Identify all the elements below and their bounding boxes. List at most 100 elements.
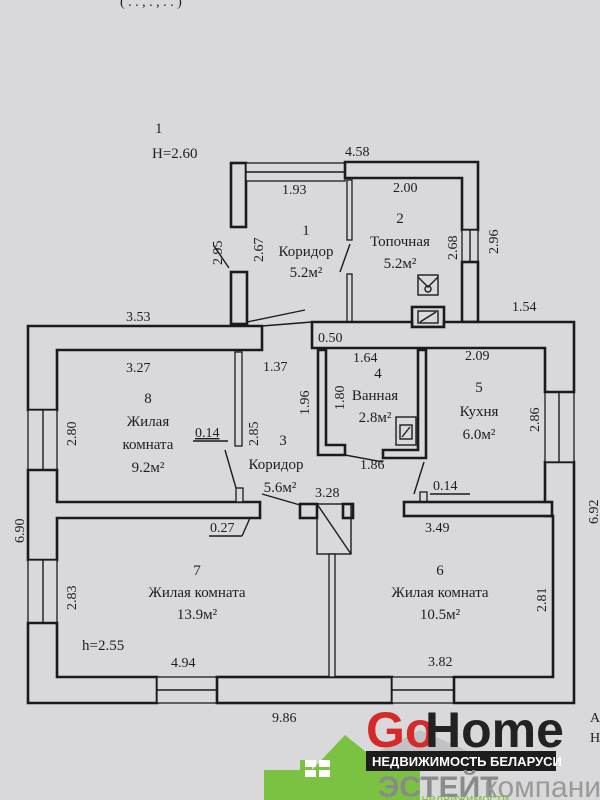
room-area: 5.6м² <box>264 480 297 496</box>
wall-segment <box>215 675 394 705</box>
washbasin-icon <box>395 416 417 446</box>
room-number: 5 <box>475 380 483 396</box>
door-swing <box>224 449 237 489</box>
room-area: 5.2м² <box>290 265 323 281</box>
dim-left-total: 6.90 <box>13 519 28 544</box>
ceiling-height-label: H=2.60 <box>152 146 198 162</box>
boiler-icon <box>417 274 439 296</box>
dim-kitchen-width: 2.09 <box>465 349 490 364</box>
partition-stub <box>419 491 428 503</box>
room-name: Коридор <box>279 244 334 260</box>
partition <box>346 273 353 323</box>
dim-corridor-width: 1.37 <box>263 360 288 375</box>
wall-segment <box>460 260 480 324</box>
dim-bath-width: 1.64 <box>353 351 378 366</box>
room-4: 4 Ванная 2.8м² <box>352 366 398 426</box>
door-line <box>344 454 384 463</box>
dim-room1-width: 1.93 <box>282 183 307 198</box>
room-number: 8 <box>144 391 152 407</box>
secondary-height-label: h=2.55 <box>82 638 124 654</box>
dim-room8-width: 3.27 <box>126 361 151 376</box>
partition <box>234 351 243 447</box>
wall-segment <box>26 468 262 562</box>
dimension-labels: 4.58 1.93 2.00 2.67 2.95 2.68 2.96 3.53 … <box>13 145 600 746</box>
dim-top-total: 4.58 <box>345 145 370 160</box>
dim-corridor-bottom: 3.28 <box>315 486 340 501</box>
room-5: 5 Кухня 6.0м² <box>460 380 499 443</box>
partition-stub <box>235 487 244 503</box>
porch-line <box>213 245 230 269</box>
dim-right-wing-top: 1.54 <box>512 300 537 315</box>
dim-bottom-total: 9.86 <box>272 711 297 726</box>
room-area: 6.0м² <box>463 427 496 443</box>
walls-top-wing <box>213 160 480 329</box>
floor-number: 1 <box>155 121 163 137</box>
room-area: 9.2м² <box>132 460 165 476</box>
dim-room6-top: 3.49 <box>425 521 450 536</box>
room-3: 3 Коридор 5.6м² <box>249 433 304 496</box>
outline-connector <box>261 321 313 327</box>
wall-segment <box>402 500 554 518</box>
dim-bath-depth: 1.80 <box>333 386 348 411</box>
dim-corridor-depth: 1.96 <box>298 391 313 416</box>
dim-room7-depth: 2.83 <box>65 586 80 611</box>
boiler-icon-mark <box>417 276 439 288</box>
room-area: 13.9м² <box>177 607 218 623</box>
logo-shadow <box>378 730 470 752</box>
room-8: 8 Жилая комната 9.2м² <box>123 391 174 476</box>
margin-letter-n: Н <box>590 731 600 746</box>
dim-room6-depth: 2.81 <box>535 588 550 613</box>
room-labels: 1 Коридор 5.2м² 2 Топочная 5.2м² 3 Корид… <box>123 211 499 623</box>
room-name: Коридор <box>249 457 304 473</box>
walls-main-body <box>26 320 576 705</box>
dim-outer-right-top: 2.96 <box>487 230 502 255</box>
dim-room7-width: 4.94 <box>171 656 196 671</box>
wall-segment <box>229 161 248 229</box>
logo-brand-go: Go <box>366 702 435 758</box>
wall-segment <box>310 320 576 394</box>
room-number: 3 <box>279 433 287 449</box>
dim-left-wing-top: 3.53 <box>126 310 151 325</box>
room-number: 1 <box>302 223 310 239</box>
stove-slash <box>316 503 352 555</box>
room-2: 2 Топочная 5.2м² <box>370 211 430 272</box>
dim-room2-width: 2.00 <box>393 181 418 196</box>
dim-chimney-wall: 0.50 <box>318 331 343 346</box>
logo-company-bold: ЭСТЕЙТ <box>378 770 498 800</box>
wall-segment <box>452 460 576 705</box>
room-area: 10.5м² <box>420 607 461 623</box>
logo-tagline-band <box>366 751 556 771</box>
room-name-line2: комната <box>123 437 174 453</box>
dim-room8-depth: 2.80 <box>65 422 80 447</box>
room-number: 4 <box>374 366 382 382</box>
room-name: Жилая комната <box>391 585 489 601</box>
partition <box>328 553 336 678</box>
header-partial-text: ( . . , . , . . ) <box>120 0 182 10</box>
gohome-watermark: Go Home НЕДВИЖИМОСТЬ БЕЛАРУСИ ЭСТЕЙТ ком… <box>264 702 600 800</box>
room-1: 1 Коридор 5.2м² <box>279 223 334 281</box>
room-number: 6 <box>436 563 444 579</box>
room-name: Жилая комната <box>148 585 246 601</box>
room-7: 7 Жилая комната 13.9м² <box>148 563 246 623</box>
room-area: 5.2м² <box>384 256 417 272</box>
dim-niche-7: 0.27 <box>210 521 235 536</box>
room-number: 2 <box>396 211 404 227</box>
wall-segment <box>26 621 159 705</box>
logo-brand-home: Home <box>425 702 564 758</box>
partition <box>346 179 353 241</box>
dim-leader <box>241 517 251 537</box>
dim-porch-left: 2.95 <box>211 241 226 266</box>
wall-segment <box>381 348 428 460</box>
dim-niche-5: 0.14 <box>433 479 458 494</box>
logo-company-sub: центр недвижимости <box>383 791 509 800</box>
room-name: Кухня <box>460 404 499 420</box>
entry-door-swing <box>246 309 306 323</box>
door-swing <box>413 461 425 495</box>
room-name-line1: Жилая <box>127 414 170 430</box>
dim-partition-8: 2.85 <box>247 422 262 447</box>
dim-room6-width: 3.82 <box>428 655 453 670</box>
chimney-slash <box>419 311 437 323</box>
wall-segment <box>298 502 319 520</box>
room-area: 2.8м² <box>359 410 392 426</box>
